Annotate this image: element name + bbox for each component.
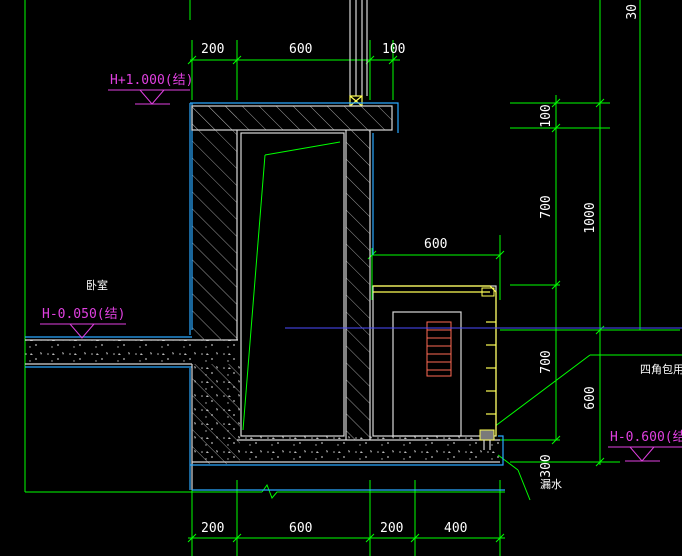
dim-right-300: 300 [539, 454, 554, 477]
ac-brackets [481, 287, 496, 415]
level-top-label: H+1.000(结) [110, 73, 193, 88]
level-marker-top [108, 89, 190, 105]
leader-lines [24, 0, 682, 501]
top-slab [190, 102, 399, 133]
dim-right-600: 600 [583, 386, 598, 409]
dim-right-1000: 1000 [583, 202, 598, 233]
dim-top-1: 200 [201, 42, 224, 57]
dim-bottom-2: 600 [289, 521, 312, 536]
level-marker-right [608, 446, 682, 462]
room-label: 卧室 [86, 278, 108, 292]
dim-bottom-4: 400 [444, 521, 467, 536]
level-mid-label: H-0.050(结) [42, 307, 125, 322]
dimension-top [187, 40, 400, 100]
dim-box: 600 [424, 237, 447, 252]
dim-right-700b: 700 [539, 350, 554, 373]
bottom-slab [190, 435, 505, 491]
dim-top-2: 600 [289, 42, 312, 57]
wall-upper [189, 103, 238, 340]
dim-bottom-3: 200 [380, 521, 403, 536]
drain-fitting [479, 429, 495, 441]
ac-grille [426, 321, 452, 377]
level-right-label: H-0.600(结 [610, 430, 682, 445]
note-drain: 漏水 [540, 478, 562, 491]
wall-right [345, 130, 374, 440]
dim-top-right-cut: 30 [625, 4, 640, 20]
dim-right-100: 100 [539, 104, 554, 127]
floor-slab [25, 336, 238, 368]
note-right: 四角包用 [640, 363, 682, 376]
level-marker-mid [40, 323, 126, 339]
dimension-bottom [187, 480, 505, 556]
window-mullion [349, 0, 368, 107]
dim-top-3: 100 [382, 42, 405, 57]
wall-cavity [240, 132, 345, 437]
dim-right-700a: 700 [539, 195, 554, 218]
ac-unit [372, 285, 497, 450]
dimension-right [500, 0, 680, 467]
dim-bottom-1: 200 [201, 521, 224, 536]
dimension-box [367, 235, 505, 300]
wall-lower [189, 364, 240, 490]
